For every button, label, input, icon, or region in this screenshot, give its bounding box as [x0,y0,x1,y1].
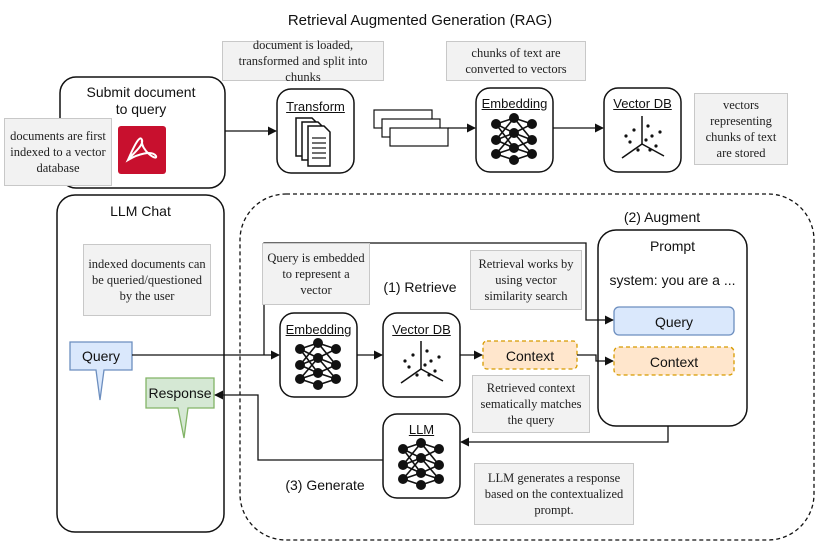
prompt-system-text: system: you are a ... [609,272,736,288]
context-box [482,340,578,370]
generate-label: (3) Generate [285,477,365,493]
llm-label: LLM [408,422,435,437]
chunks-icon [373,109,449,147]
note-chunks-converted: chunks of text are converted to vectors [446,41,586,81]
submit-document-label-2: to query [115,101,167,117]
rag-flow-container [239,193,815,541]
vectordb-label-top: Vector DB [613,96,672,111]
note-documents-indexed: documents are first indexed to a vector … [4,118,112,186]
embedding-label-bottom: Embedding [285,322,352,337]
prompt-context-shape [613,346,735,376]
llm-chat-title: LLM Chat [110,203,171,219]
response-bubble-shape [145,377,215,439]
transform-label: Transform [286,99,345,114]
note-query-embedded: Query is embedded to represent a vector [262,243,370,305]
query-bubble-shape [69,341,133,401]
diagram-title: Retrieval Augmented Generation (RAG) [287,12,553,29]
context-label: Context [505,348,555,364]
prompt-context-label: Context [649,354,699,370]
augment-label: (2) Augment [623,209,701,225]
note-retrieval-similarity: Retrieval works by using vector similari… [470,250,582,310]
prompt-query-shape [613,306,735,336]
vectordb-label-bottom: Vector DB [392,322,451,337]
retrieve-label: (1) Retrieve [383,279,457,295]
note-llm-generates: LLM generates a response based on the co… [474,463,634,525]
document-stack-icon [295,117,331,167]
pdf-icon [118,126,166,174]
note-vectors-stored: vectors representing chunks of text are … [694,93,788,165]
note-retrieved-context: Retrieved context sematically matches th… [472,375,590,433]
submit-document-label: Submit document [86,84,196,100]
response-bubble: Response [148,385,212,401]
query-bubble: Query [81,348,121,364]
prompt-title: Prompt [649,238,696,254]
embedding-label-top: Embedding [481,96,548,111]
note-indexed-documents: indexed documents can be queried/questio… [83,244,211,316]
note-document-loaded: document is loaded, transformed and spli… [222,38,384,84]
prompt-query-label: Query [654,314,694,330]
